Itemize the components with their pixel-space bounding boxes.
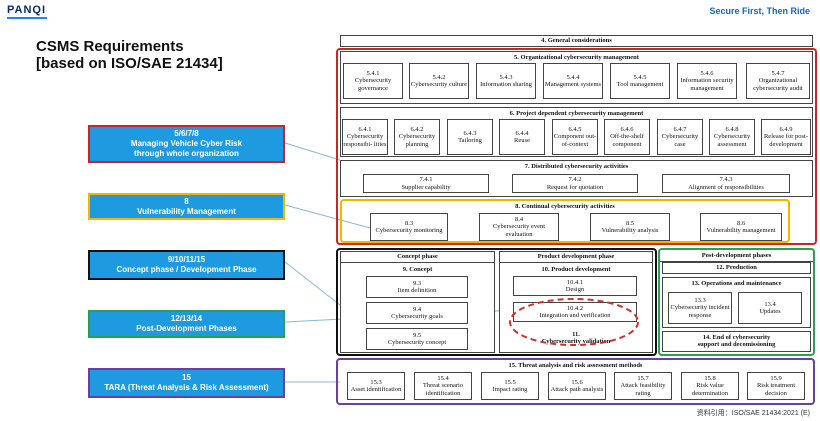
vulnerability-frame: 8. Continual cybersecurity activities	[340, 199, 790, 243]
callout-org-risk: 5/6/7/8 Managing Vehicle Cyber Risk thro…	[88, 125, 285, 163]
callout-number: 9/10/11/15	[167, 255, 206, 264]
section-title: 4. General considerations	[541, 37, 612, 44]
phase-header: Concept phase	[341, 252, 494, 263]
end-of-support-section: 14. End of cybersecurity support and dec…	[662, 331, 811, 352]
concept-dev-frame	[336, 248, 657, 356]
tara-frame: 15. Threat analysis and risk assessment …	[336, 358, 815, 405]
callout-text: Concept phase / Development Phase	[116, 265, 257, 274]
callout-number: 15	[182, 373, 191, 382]
title-line-1: CSMS Requirements	[36, 38, 184, 55]
section-title: 8. Continual cybersecurity activities	[515, 203, 615, 210]
callout-number: 8	[184, 196, 189, 206]
section-title: 5. Organizational cybersecurity manageme…	[514, 54, 639, 61]
callout-text: TARA (Threat Analysis & Risk Assessment)	[104, 383, 269, 392]
validation-label: 11.Cybersecurity validation	[541, 331, 611, 345]
brand-logo: PANQI	[7, 4, 47, 16]
post-dev-frame: Post-development phases	[658, 248, 815, 356]
callout-number: 5/6/7/8	[174, 129, 199, 138]
page-title: CSMS Requirements [based on ISO/SAE 2143…	[36, 38, 223, 72]
brand-tagline: Secure First, Then Ride	[709, 6, 810, 16]
org-risk-frame	[336, 48, 817, 245]
section-title: 15. Threat analysis and risk assessment …	[508, 362, 643, 369]
highlight-ellipse	[509, 298, 639, 346]
callout-number: 12/13/14	[170, 314, 203, 323]
general-considerations: 4. General considerations	[340, 35, 813, 47]
callout-text: Managing Vehicle Cyber Risk	[130, 139, 243, 148]
callout-post-dev: 12/13/14 Post-Development Phases	[88, 310, 285, 338]
callout-text: Post-Development Phases	[136, 324, 237, 333]
title-line-2: [based on ISO/SAE 21434]	[36, 55, 223, 72]
phase-header: Product development phase	[500, 252, 652, 263]
production-section: 12. Production	[662, 262, 811, 274]
section-title: 9. Concept	[402, 266, 433, 273]
phase-header: Post-development phases	[660, 251, 813, 262]
section-title: 6. Project dependent cybersecurity manag…	[509, 110, 644, 117]
callout-text: through whole organization	[134, 149, 239, 158]
logo-underline	[7, 17, 47, 19]
callout-concept-dev: 9/10/11/15 Concept phase / Development P…	[88, 250, 285, 280]
section-title: 10. Product development	[541, 266, 611, 273]
section-title: 7. Distributed cybersecurity activities	[524, 163, 629, 170]
callout-vulnerability: 8 Vulnerability Management	[88, 193, 285, 220]
callout-tara: 15 TARA (Threat Analysis & Risk Assessme…	[88, 368, 285, 398]
source-citation: 资料引用：ISO/SAE 21434:2021 (E)	[696, 410, 810, 417]
callout-text: Vulnerability Management	[137, 206, 236, 216]
